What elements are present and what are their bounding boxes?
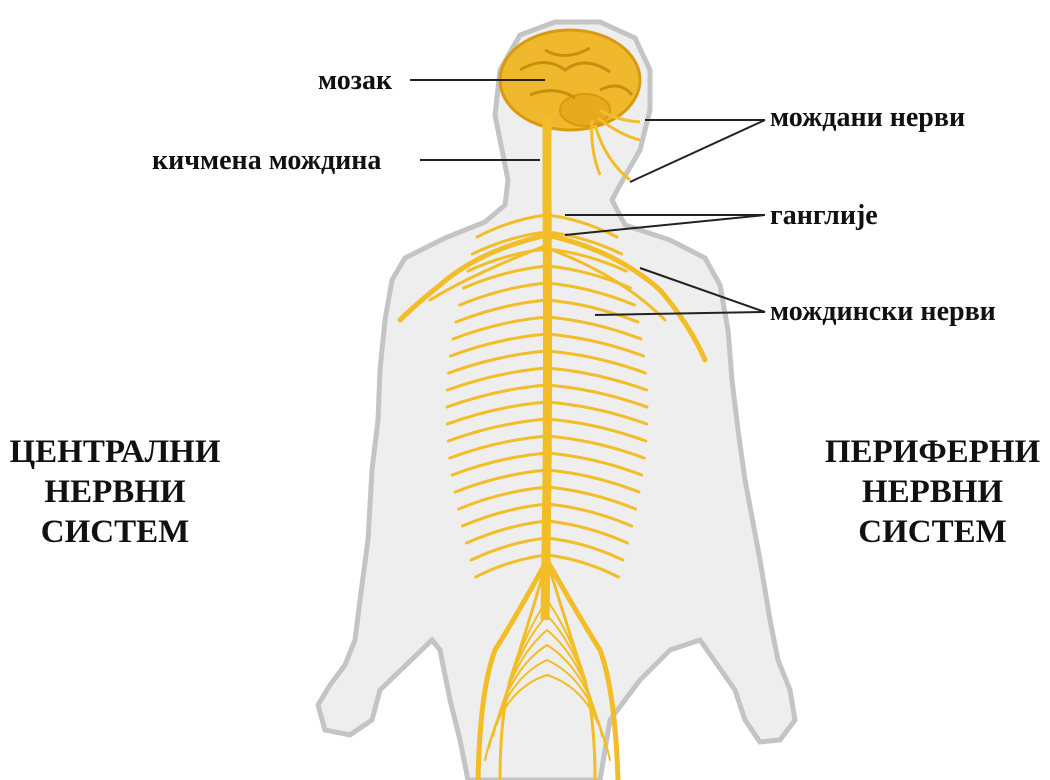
label-cranial-nerves: мождани нерви <box>770 104 965 132</box>
leader-cranial-2 <box>630 120 765 182</box>
central-nervous-system-title: ЦЕНТРАЛНИ НЕРВНИ СИСТЕМ <box>0 432 230 552</box>
label-brain: мозак <box>318 67 392 95</box>
label-ganglia: ганглије <box>770 202 878 230</box>
peripheral-nervous-system-title: ПЕРИФЕРНИ НЕРВНИ СИСТЕМ <box>815 432 1050 552</box>
peripheral-title-line-3: СИСТЕМ <box>815 512 1050 552</box>
label-spinal-nerves: мождински нерви <box>770 298 996 326</box>
central-title-line-1: ЦЕНТРАЛНИ <box>0 432 230 472</box>
label-spinal-cord: кичмена мождина <box>152 147 381 175</box>
central-title-line-2: НЕРВНИ <box>0 472 230 512</box>
body-silhouette <box>318 22 795 780</box>
central-title-line-3: СИСТЕМ <box>0 512 230 552</box>
peripheral-title-line-1: ПЕРИФЕРНИ <box>815 432 1050 472</box>
peripheral-title-line-2: НЕРВНИ <box>815 472 1050 512</box>
